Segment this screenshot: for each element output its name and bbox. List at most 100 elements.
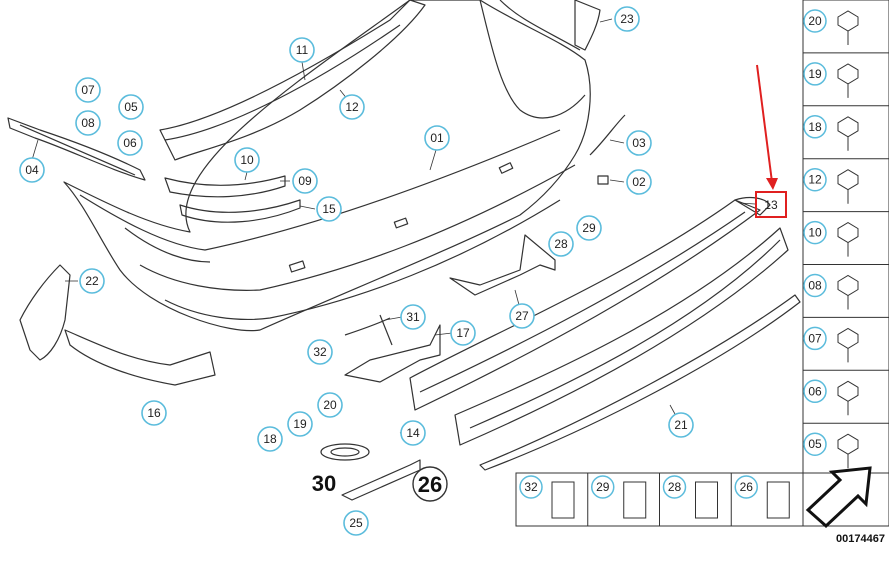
callout-label: 22 — [85, 274, 99, 288]
callout-22: 22 — [79, 268, 105, 294]
callout-07: 07 — [75, 77, 101, 103]
callout-ring — [79, 268, 105, 294]
bottom-legend-cell-28: 28 — [659, 473, 718, 526]
impact-bar — [409, 199, 761, 411]
legend-ring — [803, 379, 827, 404]
fastener-icon — [837, 433, 859, 469]
part-icon — [766, 481, 790, 519]
left-bracket — [7, 117, 146, 181]
callout-04: 04 — [19, 157, 45, 183]
document-number: 00174467 — [836, 533, 885, 545]
side-legend-row-12: 12 — [803, 158, 889, 204]
fastener-icon — [837, 10, 859, 45]
legend-ring — [803, 115, 827, 139]
callout-label: 04 — [25, 163, 39, 177]
callout-ring — [626, 130, 652, 156]
side-legend-row-06: 06 — [803, 369, 889, 416]
callout-06: 06 — [117, 130, 143, 156]
callout-ring — [316, 196, 342, 222]
callout-label: 18 — [263, 432, 277, 446]
callout-17: 17 — [450, 320, 476, 346]
callout-12: 12 — [339, 94, 365, 120]
callout-ring — [292, 168, 318, 194]
callout-ring — [400, 420, 426, 446]
legend-ring — [803, 220, 827, 245]
callout-31: 31 — [400, 304, 426, 330]
callout-15: 15 — [316, 196, 342, 222]
callout-ring — [75, 110, 101, 136]
callout-01: 01 — [424, 125, 450, 151]
callout-ring — [287, 411, 313, 437]
reinforcement — [454, 227, 789, 446]
side-legend-row-19: 19 — [803, 52, 889, 98]
callout-ring — [668, 412, 694, 438]
callout-14: 14 — [400, 420, 426, 446]
callout-ring — [450, 320, 476, 346]
callout-08: 08 — [75, 110, 101, 136]
callout-16: 16 — [141, 400, 167, 426]
callout-label: 23 — [620, 12, 634, 26]
legend-ring — [803, 9, 827, 33]
fastener-icon — [837, 63, 859, 98]
callout-02: 02 — [626, 169, 652, 195]
fastener-icon — [837, 222, 859, 257]
big-label-26: 26 — [418, 472, 442, 497]
callout-label: 10 — [240, 153, 254, 167]
callout-03: 03 — [626, 130, 652, 156]
highlight-box — [755, 191, 787, 218]
callout-label: 21 — [674, 418, 688, 432]
callout-20: 20 — [317, 392, 343, 418]
callout-32: 32 — [307, 339, 333, 365]
upper-carrier — [159, 0, 426, 161]
bumper-cover — [63, 0, 591, 332]
bottom-legend-cell-26: 26 — [730, 473, 790, 526]
callout-ring — [343, 510, 369, 536]
callout-13-label: 13 — [764, 198, 778, 212]
callout-11: 11 — [289, 37, 315, 63]
bottom-legend-cell-32: 32 — [519, 475, 575, 519]
callout-ring — [19, 157, 45, 183]
callout-label: 15 — [322, 202, 336, 216]
callout-label: 11 — [296, 43, 309, 57]
legend-ring — [662, 475, 687, 499]
callout-ring — [576, 215, 602, 241]
legend-label: 29 — [596, 480, 610, 494]
callout-09: 09 — [292, 168, 318, 194]
callout-29: 29 — [576, 215, 602, 241]
fastener-icon — [837, 169, 859, 204]
highlight-arrow — [756, 64, 773, 183]
part-icon — [623, 481, 647, 519]
bottom-legend: 32 29 28 26 — [515, 466, 889, 529]
leader-lines — [31, 18, 756, 434]
callout-ring — [307, 339, 333, 365]
legend-label: 18 — [808, 120, 822, 134]
callout-ring — [75, 77, 101, 103]
side-legend-row-18: 18 — [803, 105, 889, 151]
legend-ring — [734, 475, 758, 499]
callout-23: 23 — [614, 6, 640, 32]
side-legend-row-05: 05 — [803, 422, 889, 469]
callout-label: 07 — [81, 83, 95, 97]
legend-ring — [803, 167, 827, 192]
callout-ring — [509, 303, 535, 329]
legend-label: 07 — [808, 331, 822, 345]
legend-label: 19 — [808, 67, 822, 81]
fastener-icon — [837, 327, 859, 363]
highlight-annotation — [755, 64, 787, 218]
callout-label: 01 — [430, 131, 444, 145]
arrowhead-icon — [766, 178, 778, 190]
legend-ring — [803, 326, 827, 351]
fastener-icon — [837, 274, 859, 310]
callout-label: 19 — [293, 417, 307, 431]
part-icon — [695, 481, 718, 519]
callout-25: 25 — [343, 510, 369, 536]
legend-label: 06 — [808, 384, 822, 398]
legend-label: 28 — [668, 480, 682, 494]
side-legend-row-07: 07 — [803, 316, 889, 363]
callout-label: 16 — [147, 406, 161, 420]
part-drawings — [7, 0, 801, 501]
callout-label: 17 — [456, 326, 470, 340]
callout-ring — [400, 304, 426, 330]
